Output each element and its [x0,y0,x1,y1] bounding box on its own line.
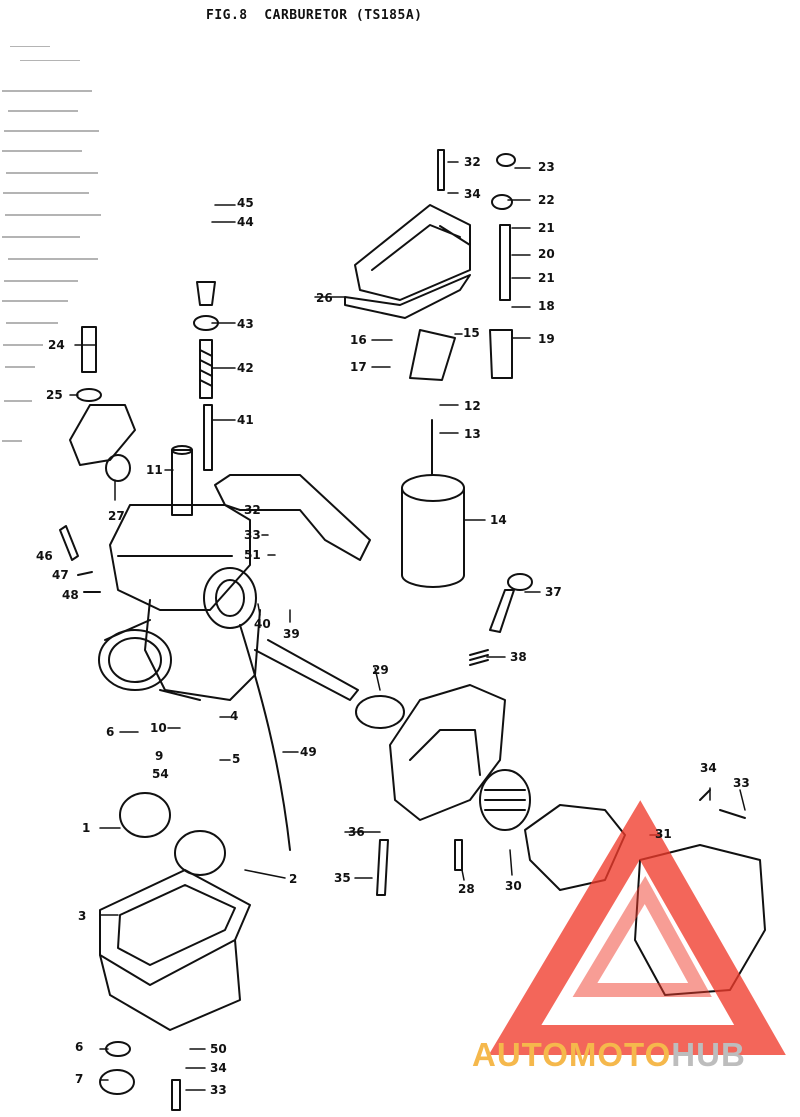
callout-31: 31 [655,827,672,841]
callout-37: 37 [545,585,562,599]
watermark-hub: HUB [671,1036,746,1073]
callout-19: 19 [538,332,555,346]
callout-12: 12 [464,399,481,413]
leader-lines [69,161,746,1091]
callout-2: 2 [289,872,298,886]
float-chamber [99,869,251,1031]
callout-38: 38 [510,650,527,664]
callout-10: 10 [150,721,167,735]
shaft [254,639,359,701]
callout-39: 39 [283,627,300,641]
callout-26: 26 [316,291,333,305]
callout-33: 33 [244,528,261,542]
callout-50: 50 [210,1042,227,1056]
callout-25: 25 [46,388,63,402]
vent-hose [239,624,291,851]
callout-7: 7 [75,1072,84,1086]
float-halves [119,792,226,876]
top-cap [344,204,471,319]
callout-36: 36 [348,825,365,839]
callout-16: 16 [350,333,367,347]
callout-27: 27 [108,509,125,523]
callout-17: 17 [350,360,367,374]
callout-46: 46 [36,549,53,563]
float [401,419,465,588]
callout-29: 29 [372,663,389,677]
callout-54: 54 [152,767,169,781]
idle-screw [469,573,533,666]
callout-45: 45 [237,196,254,210]
callout-32-lower: 32 [244,503,261,517]
callout-32: 32 [464,155,481,169]
callout-11: 11 [146,463,163,477]
needle-jet-stack [409,149,516,381]
callout-34-right: 34 [700,761,717,775]
callout-15: 15 [463,326,480,340]
watermark-automoto: AUTOMOTO [472,1036,672,1073]
callout-9: 9 [155,749,164,763]
callout-4: 4 [230,709,239,723]
callout-28: 28 [458,882,475,896]
callout-33-bottom: 33 [210,1083,227,1097]
watermark-logo-triangle [488,800,786,1055]
side-screws [59,454,131,593]
callout-42: 42 [237,361,254,375]
scan-noise [2,46,101,442]
callout-34: 34 [464,187,481,201]
throttle-link [214,474,371,561]
callout-6-lower: 6 [75,1040,84,1054]
watermark-wordmark: AUTOMOTOHUB [472,1037,746,1073]
callout-35: 35 [334,871,351,885]
callout-34-bottom: 34 [210,1061,227,1075]
choke-bracket [69,326,136,466]
callout-30: 30 [505,879,522,893]
callout-22: 22 [538,193,555,207]
callout-5: 5 [232,752,241,766]
callout-14: 14 [490,513,507,527]
callout-40: 40 [254,617,271,631]
callout-51: 51 [244,548,261,562]
callout-23: 23 [538,160,555,174]
callout-1: 1 [82,821,91,835]
callout-21-lower: 21 [538,271,555,285]
throttle-slide [171,445,193,516]
callout-13: 13 [464,427,481,441]
pilot-screw [193,281,219,471]
callout-44: 44 [237,215,254,229]
page-title: FIG.8 CARBURETOR (TS185A) [206,8,423,23]
callout-47: 47 [52,568,69,582]
callout-48: 48 [62,588,79,602]
callout-43: 43 [237,317,254,331]
callout-49: 49 [300,745,317,759]
callout-3: 3 [78,909,87,923]
callout-20: 20 [538,247,555,261]
callout-6: 6 [106,725,115,739]
callout-41: 41 [237,413,254,427]
callout-33-right: 33 [733,776,750,790]
callout-18: 18 [538,299,555,313]
callout-24: 24 [48,338,65,352]
callout-21: 21 [538,221,555,235]
carburetor-body [98,504,261,701]
